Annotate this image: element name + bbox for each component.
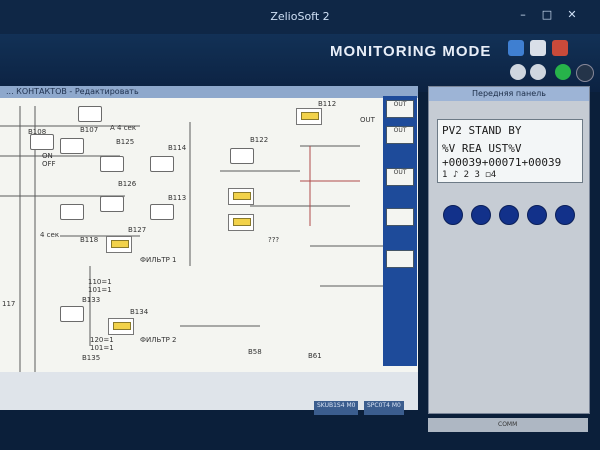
diagram-canvas[interactable]: ... КОНТАКТОВ - Редактировать — [0, 86, 418, 372]
block-label: ФИЛЬТР 2 — [140, 336, 177, 344]
block-label: B58 — [248, 348, 262, 356]
maximize-button[interactable]: □ — [541, 8, 553, 21]
mode-banner: MONITORING MODE — [0, 34, 600, 92]
clock-icon[interactable] — [530, 64, 546, 80]
logic-block[interactable] — [78, 106, 102, 122]
block-label: OUT — [360, 116, 375, 124]
lcd-row-2: %V REA UST%V — [442, 142, 522, 155]
logic-block[interactable] — [60, 204, 84, 220]
stop-icon[interactable] — [576, 64, 594, 82]
block-label: B114 — [168, 144, 187, 152]
lcd-row-1: PV2 STAND BY — [442, 124, 522, 137]
function-block[interactable] — [228, 214, 254, 231]
block-label: B118 — [80, 236, 99, 244]
diagram-tab[interactable]: ... КОНТАКТОВ - Редактировать — [0, 86, 418, 98]
window-titlebar: ZelioSoft 2 – □ ✕ — [0, 0, 600, 34]
pdf-icon[interactable] — [552, 40, 568, 56]
window-title: ZelioSoft 2 — [270, 10, 330, 23]
logic-block[interactable] — [150, 156, 174, 172]
block-label: B126 — [118, 180, 137, 188]
status-right: SPC0T4 M0 — [364, 401, 404, 415]
logic-block[interactable] — [30, 134, 54, 150]
panel-footer: COMM — [428, 418, 588, 432]
block-label: A 4 сек — [110, 124, 137, 132]
block-label: B113 — [168, 194, 187, 202]
block-label: B125 — [116, 138, 135, 146]
panel-button-1[interactable] — [443, 205, 463, 225]
block-label: 110=1 — [88, 278, 112, 286]
block-label: B107 — [80, 126, 99, 134]
run-icon[interactable] — [555, 64, 571, 80]
block-label: B108 — [28, 128, 47, 136]
block-label: B112 — [318, 100, 337, 108]
block-label: B122 — [250, 136, 269, 144]
simulation-icon[interactable] — [508, 40, 524, 56]
block-label: 4 сек — [40, 231, 60, 239]
logic-block[interactable] — [60, 138, 84, 154]
logic-block[interactable] — [100, 156, 124, 172]
diagram-wires — [0, 106, 384, 372]
logic-block[interactable] — [60, 306, 84, 322]
lcd-row-3: +00039+00071+00039 — [442, 156, 562, 169]
function-block[interactable] — [228, 188, 254, 205]
mode-title: MONITORING MODE — [330, 43, 492, 60]
block-label: B134 — [130, 308, 149, 316]
lcd-row-4: 1 ♪ 2 3 ◻4 — [442, 170, 497, 180]
block-label: 120=1 — [90, 336, 114, 344]
output-coil[interactable]: OUT — [386, 168, 414, 186]
output-coil[interactable] — [386, 250, 414, 268]
block-label: B135 — [82, 354, 101, 362]
output-coil[interactable]: OUT — [386, 100, 414, 118]
logic-block[interactable] — [230, 148, 254, 164]
comm-status: COMM — [498, 421, 518, 428]
panel-button-5[interactable] — [555, 205, 575, 225]
function-block[interactable] — [296, 108, 322, 125]
panel-button-4[interactable] — [527, 205, 547, 225]
block-label: 117 — [2, 300, 16, 308]
minimize-button[interactable]: – — [520, 8, 526, 21]
block-label: B133 — [82, 296, 101, 304]
block-label: 101=1 — [88, 286, 112, 294]
panel-buttons — [439, 205, 579, 225]
panel-button-2[interactable] — [471, 205, 491, 225]
logic-block[interactable] — [100, 196, 124, 212]
block-label: 101=1 — [90, 344, 114, 352]
output-coil[interactable] — [386, 208, 414, 226]
function-block[interactable] — [106, 236, 132, 253]
monitor-icon[interactable] — [530, 40, 546, 56]
output-coil[interactable]: OUT — [386, 126, 414, 144]
front-panel-title: Передняя панель — [429, 87, 589, 101]
lcd-display: PV2 STAND BY %V REA UST%V +00039+00071+0… — [437, 119, 583, 183]
panel-button-3[interactable] — [499, 205, 519, 225]
logic-block[interactable] — [150, 204, 174, 220]
block-label: ФИЛЬТР 1 — [140, 256, 177, 264]
block-label: ON — [42, 152, 53, 160]
front-panel: Передняя панель PV2 STAND BY %V REA UST%… — [428, 86, 590, 414]
block-label: ??? — [268, 236, 280, 244]
close-button[interactable]: ✕ — [567, 8, 577, 21]
block-label: OFF — [42, 160, 56, 168]
block-label: B127 — [128, 226, 147, 234]
block-label: B61 — [308, 352, 322, 360]
function-block[interactable] — [108, 318, 134, 335]
rewind-icon[interactable] — [510, 64, 526, 80]
status-left: SKUB1S4 M0 — [314, 401, 359, 415]
